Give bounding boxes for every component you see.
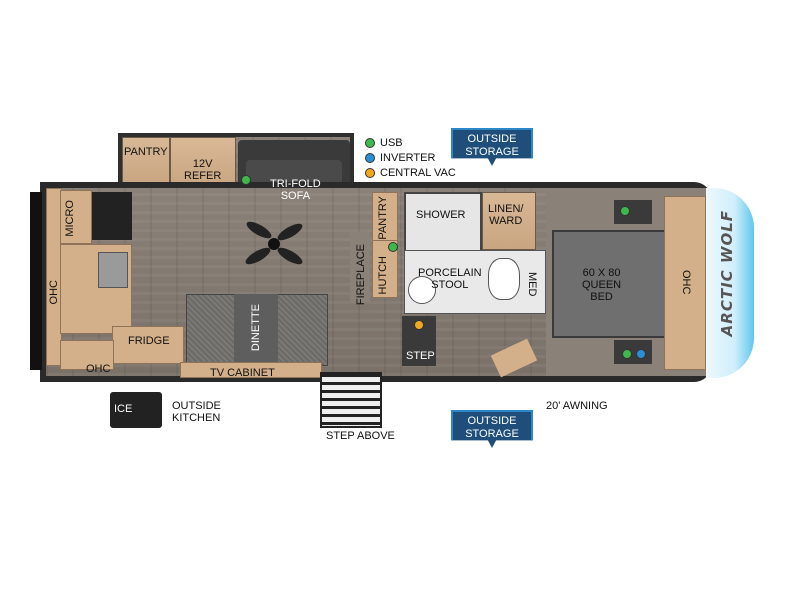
- fireplace-label: FIREPLACE: [355, 244, 367, 306]
- ice-label: ICE: [114, 403, 133, 415]
- micro-label: MICRO: [64, 200, 76, 237]
- step-label: STEP: [406, 350, 435, 362]
- tv-cabinet-label: TV CABINET: [210, 367, 275, 379]
- dinette-label: DINETTE: [250, 304, 262, 352]
- legend-central-vac-label: CENTRAL VAC: [380, 167, 456, 179]
- hutch-label: HUTCH: [377, 256, 389, 295]
- front-cap: [706, 188, 754, 378]
- legend-central-vac: CENTRAL VAC: [365, 167, 456, 179]
- ceiling-fan-icon: [245, 221, 303, 265]
- refer-box: [170, 137, 236, 189]
- bed-label: 60 X 80 QUEEN BED: [582, 267, 622, 303]
- legend-inverter-label: INVERTER: [380, 152, 436, 164]
- sofa-label: TRI-FOLD SOFA: [270, 178, 321, 202]
- linen-box: [482, 192, 536, 250]
- left-wall: [30, 192, 42, 370]
- nightstand-bottom: [614, 340, 652, 364]
- outside-kitchen-label: OUTSIDE KITCHEN: [172, 400, 221, 424]
- legend-usb-label: USB: [380, 137, 403, 149]
- central-vac-dot-icon: [365, 168, 375, 178]
- bed-headboard: [664, 196, 706, 370]
- stool-label: PORCELAIN STOOL: [418, 267, 482, 291]
- tv-cabinet-box: [180, 362, 322, 378]
- legend-inverter: INVERTER: [365, 152, 435, 164]
- dinette-table: [234, 294, 278, 364]
- central-vac-dot-step: [414, 320, 424, 330]
- usb-dot-nightstand-top: [620, 206, 630, 216]
- sink-bath: [488, 258, 520, 300]
- shower-box: [404, 192, 482, 252]
- med-label: MED: [526, 272, 538, 297]
- fridge-label: FRIDGE: [128, 335, 170, 347]
- ohc-right-label: OHC: [680, 270, 692, 295]
- usb-dot-hutch: [388, 242, 398, 252]
- pantry-mid-label: PANTRY: [377, 196, 389, 240]
- inverter-dot-icon: [365, 153, 375, 163]
- bed: [552, 230, 668, 338]
- outside-kitchen-box: [110, 392, 162, 428]
- legend-usb: USB: [365, 137, 403, 149]
- brand-logo-text: ARCTIC WOLF: [718, 210, 736, 337]
- shower-label: SHOWER: [416, 209, 466, 221]
- brand-logo: ARCTIC WOLF: [712, 210, 742, 350]
- entry-step: [320, 372, 382, 428]
- usb-dot-icon: [365, 138, 375, 148]
- micro-cabinet: [60, 190, 92, 244]
- toilet: [408, 276, 436, 304]
- step-above-label: STEP ABOVE: [326, 430, 395, 442]
- inverter-dot-nightstand-bottom: [636, 349, 646, 359]
- ohc-bottom-left-label: OHC: [86, 363, 111, 375]
- pantry-slide-box: [122, 137, 170, 185]
- awning-label: 20' AWNING: [546, 400, 608, 412]
- usb-dot-nightstand-bottom: [622, 349, 632, 359]
- fireplace-box: [350, 232, 370, 302]
- linen-label: LINEN/ WARD: [488, 203, 524, 227]
- pantry-mid-box: [372, 192, 398, 242]
- sink: [98, 252, 128, 288]
- range: [92, 192, 132, 240]
- ohc-bottom-left-cabinet: [60, 340, 114, 370]
- refer-label: 12V REFER: [184, 158, 222, 182]
- usb-dot-sofa: [241, 175, 251, 185]
- ohc-left-label: OHC: [48, 280, 60, 305]
- pantry-slide-label: PANTRY: [124, 146, 168, 158]
